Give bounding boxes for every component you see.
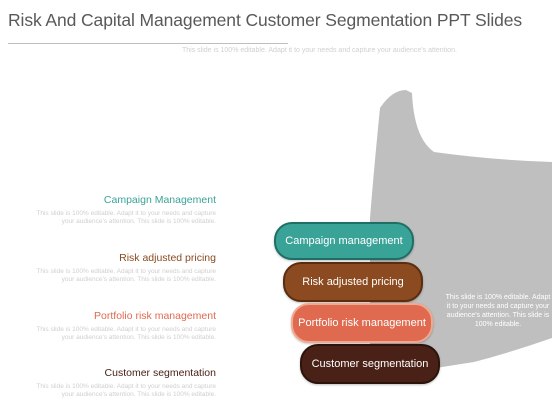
slide-title: Risk And Capital Management Customer Seg… xyxy=(8,10,523,30)
slide-subtitle: This slide is 100% editable. Adapt it to… xyxy=(182,47,457,54)
thumb-silhouette xyxy=(370,90,552,372)
finger-campaign-management: Campaign management xyxy=(274,222,414,260)
finger-portfolio-risk-management: Portfolio risk management xyxy=(291,303,433,343)
finger-risk-adjusted-pricing: Risk adjusted pricing xyxy=(283,262,423,302)
item-title: Portfolio risk management xyxy=(94,310,216,322)
list-item-pricing: Risk adjusted pricing This slide is 100%… xyxy=(30,252,216,284)
item-title: Customer segmentation xyxy=(104,367,216,379)
finger-customer-segmentation: Customer segmentation xyxy=(300,344,440,384)
item-description: This slide is 100% editable. Adapt it to… xyxy=(36,383,216,398)
thumb-description: This slide is 100% editable. Adapt it to… xyxy=(445,294,551,328)
item-description: This slide is 100% editable. Adapt it to… xyxy=(36,210,216,225)
list-item-portfolio: Portfolio risk management This slide is … xyxy=(30,310,216,342)
item-description: This slide is 100% editable. Adapt it to… xyxy=(36,268,216,283)
list-item-segmentation: Customer segmentation This slide is 100%… xyxy=(30,367,216,399)
title-divider xyxy=(8,43,288,44)
item-title: Campaign Management xyxy=(103,194,216,206)
item-description: This slide is 100% editable. Adapt it to… xyxy=(36,326,216,341)
list-item-campaign: Campaign Management This slide is 100% e… xyxy=(30,194,216,226)
item-title: Risk adjusted pricing xyxy=(119,252,216,264)
